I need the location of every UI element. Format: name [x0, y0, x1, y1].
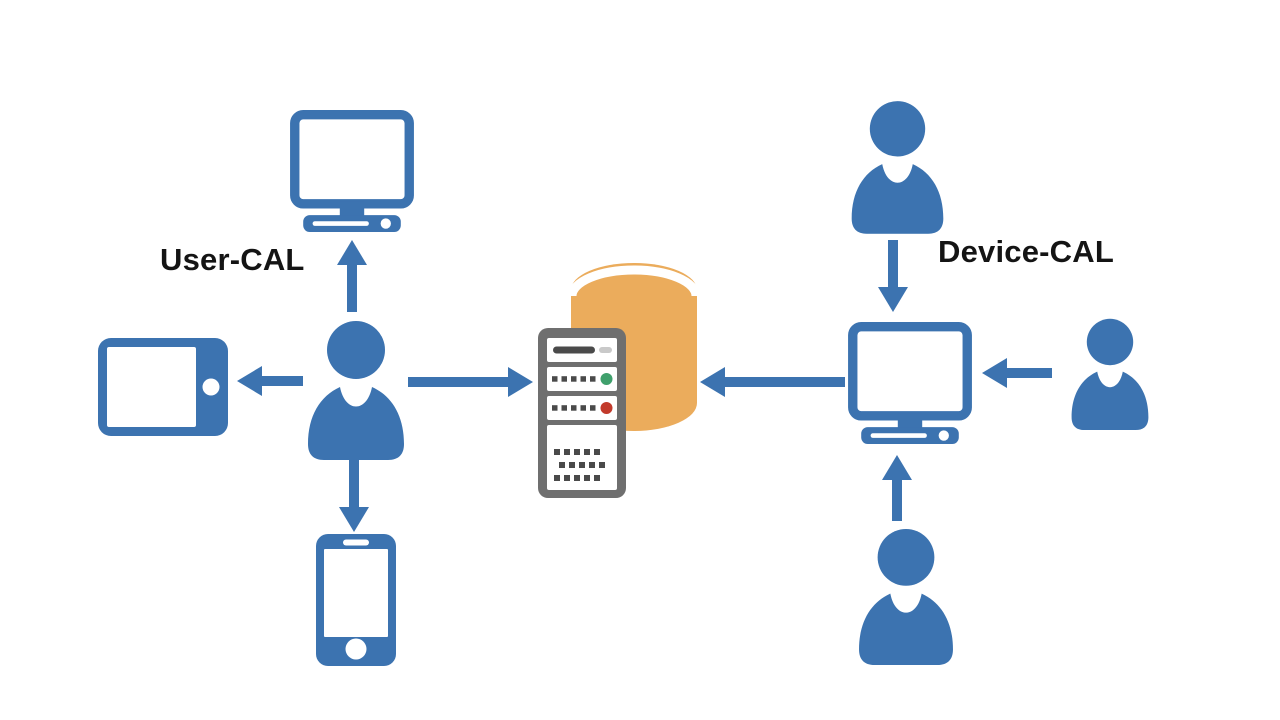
arrow-device-to-server	[700, 367, 845, 397]
arrow-user-to-server	[408, 367, 533, 397]
user-cal-label: User-CAL	[160, 242, 305, 277]
tablet-icon	[98, 338, 228, 436]
server-icon	[538, 328, 626, 498]
arrow-person-bottom-to-device	[882, 455, 912, 521]
device-cal-label: Device-CAL	[938, 234, 1114, 269]
device-computer-icon	[848, 322, 972, 444]
arrow-user-to-tablet	[237, 366, 303, 396]
arrow-user-to-smartphone	[339, 452, 369, 532]
arrow-user-to-desktop	[337, 240, 367, 312]
arrow-person-right-to-device	[982, 358, 1052, 388]
desktop-computer-icon	[290, 110, 414, 232]
person-top-icon	[845, 100, 950, 234]
user-person-icon	[301, 320, 411, 460]
person-bottom-icon	[852, 528, 960, 665]
arrow-person-top-to-device	[878, 240, 908, 312]
person-right-icon	[1066, 318, 1154, 430]
smartphone-icon	[316, 534, 396, 666]
